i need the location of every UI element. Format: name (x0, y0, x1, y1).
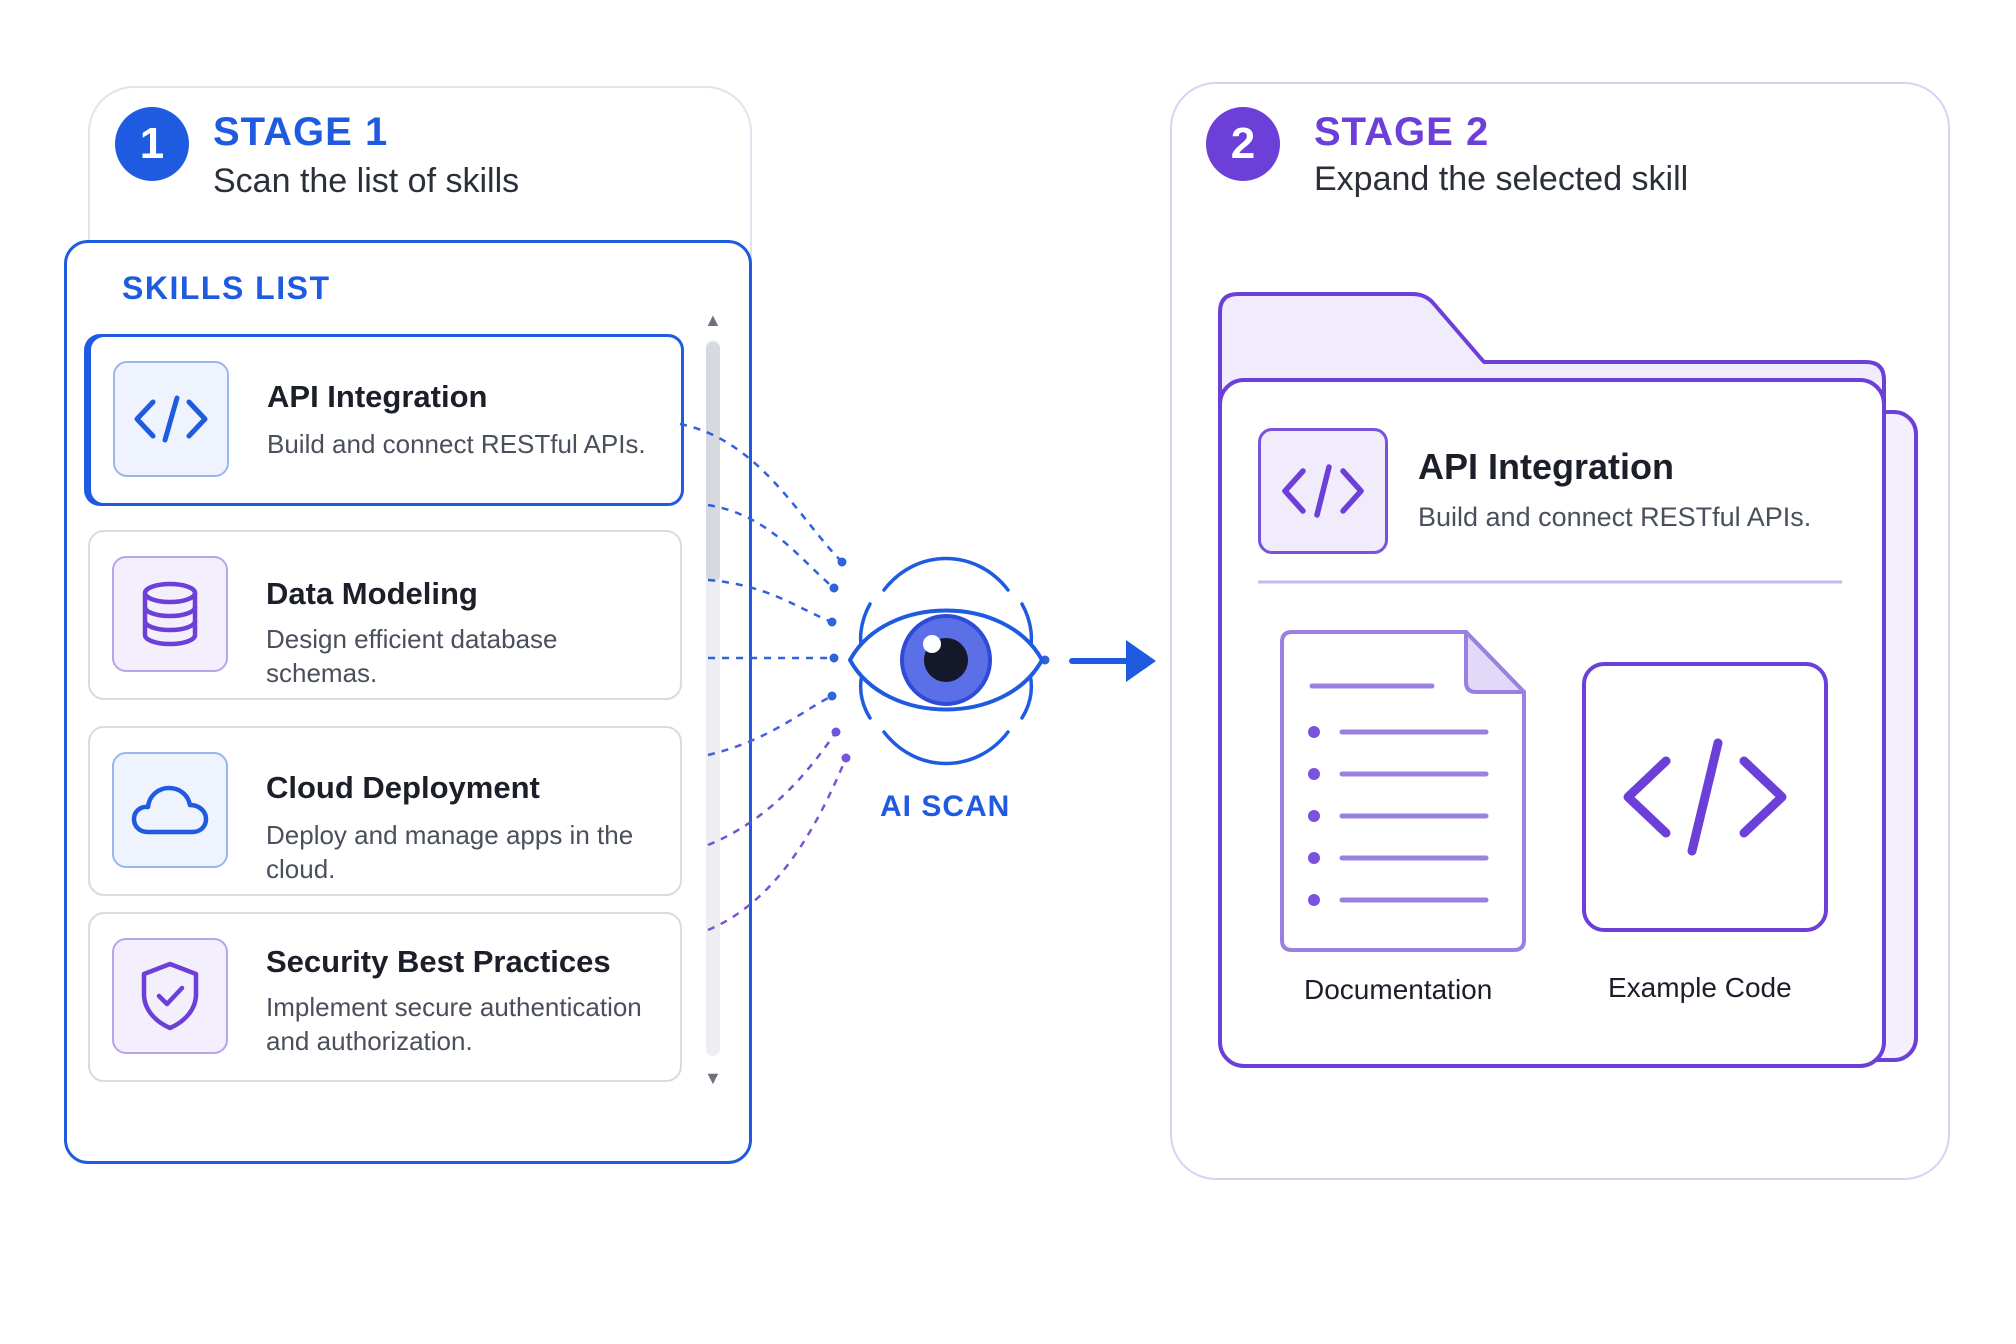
skill-card-description: Deploy and manage apps in the cloud. (266, 820, 634, 884)
skill-card-data-modeling[interactable]: Data Modeling Design efficient database … (88, 530, 682, 700)
example-code-card[interactable] (1582, 662, 1828, 932)
skill-card-title: Cloud Deployment (266, 770, 540, 805)
example-code-label: Example Code (1608, 972, 1792, 1003)
skill-card-api-integration[interactable]: API Integration Build and connect RESTfu… (88, 334, 684, 506)
stage1-subtitle: Scan the list of skills (213, 162, 520, 200)
scrollbar-thumb[interactable] (706, 342, 720, 582)
ai-scan-label: AI SCAN (880, 790, 1011, 823)
scroll-down-arrow[interactable]: ▼ (704, 1068, 722, 1088)
document-icon[interactable] (1272, 628, 1534, 954)
scan-line-cloud-lower (707, 731, 838, 847)
documentation-label: Documentation (1304, 974, 1493, 1005)
stage1-title: STAGE 1 (213, 110, 389, 154)
scan-line-data-lower (707, 578, 833, 624)
expanded-skill-title: API Integration (1418, 446, 1675, 487)
stage2-subtitle: Expand the selected skill (1314, 160, 1689, 198)
shield-check-icon (112, 938, 228, 1054)
scan-line-cloud-upper (707, 694, 833, 757)
skill-card-cloud-deployment[interactable]: Cloud Deployment Deploy and manage apps … (88, 726, 682, 896)
database-icon (112, 556, 228, 672)
skill-card-title: Data Modeling (266, 576, 478, 611)
cloud-icon (112, 752, 228, 868)
eye-icon (848, 556, 1044, 766)
scroll-up-arrow[interactable]: ▲ (704, 310, 722, 330)
code-brackets-icon (1623, 738, 1787, 856)
code-brackets-icon (1258, 428, 1388, 554)
scan-line-data-upper (707, 503, 835, 589)
expanded-skill-description: Build and connect RESTful APIs. (1418, 502, 1812, 532)
stage2-number-badge: 2 (1206, 107, 1280, 181)
skill-card-security-best-practices[interactable]: Security Best Practices Implement secure… (88, 912, 682, 1082)
arrow-right-icon (1069, 640, 1156, 682)
code-brackets-icon (113, 361, 229, 477)
skill-card-description: Design efficient database schemas. (266, 624, 558, 688)
stage2-title: STAGE 2 (1314, 110, 1490, 154)
skill-card-title: Security Best Practices (266, 944, 611, 979)
skills-list-title: SKILLS LIST (122, 270, 331, 306)
scan-line-api (679, 422, 843, 563)
skill-card-description: Implement secure authentication and auth… (266, 992, 642, 1056)
skill-card-title: API Integration (267, 379, 488, 414)
stage1-number-badge: 1 (115, 107, 189, 181)
scan-line-security (707, 757, 848, 932)
skill-card-description: Build and connect RESTful APIs. (267, 429, 646, 459)
